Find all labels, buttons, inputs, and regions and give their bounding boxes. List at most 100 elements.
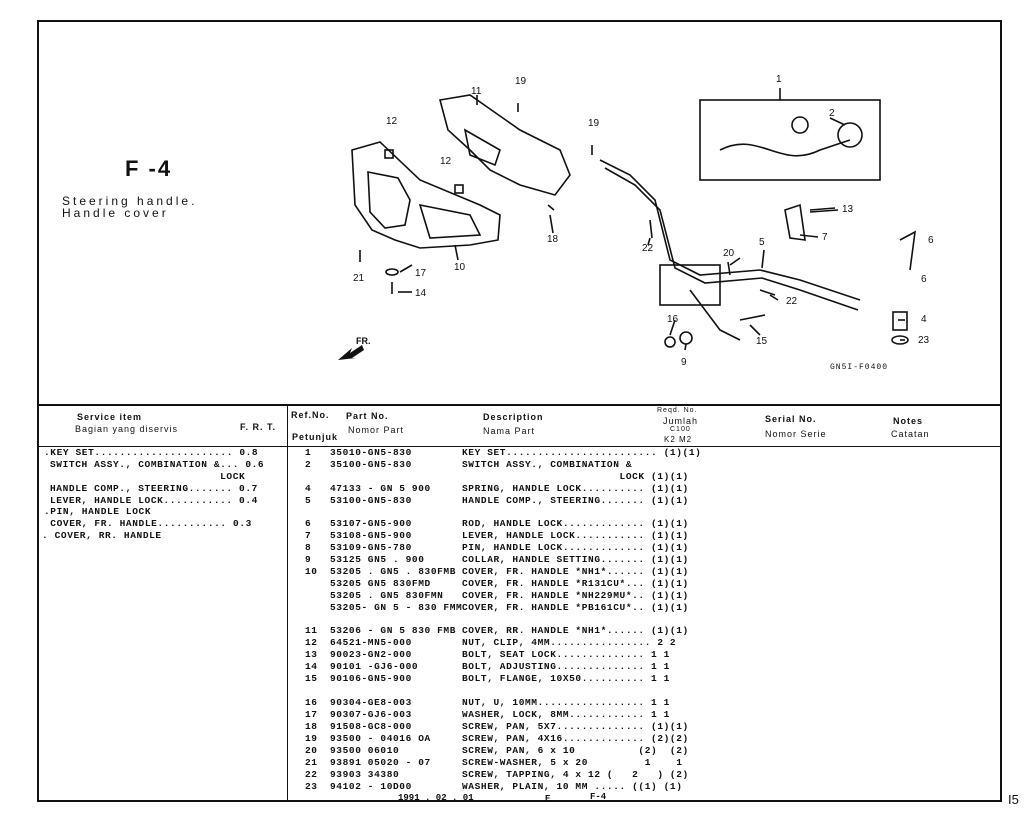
part-description: COVER, RR. HANDLE *NH1*...... (1)(1) (462, 625, 689, 636)
callout-9: 9 (681, 357, 687, 368)
part-number: 90101 -GJ6-000 (330, 661, 419, 672)
callout-6b: 6 (921, 274, 927, 285)
hdr-variant: K2 M2 (664, 435, 693, 444)
part-description: SPRING, HANDLE LOCK.......... (1)(1) (462, 483, 689, 494)
part-number: 90023-GN2-000 (330, 649, 412, 660)
part-number: 94102 - 10D00 (330, 781, 412, 792)
part-description: ROD, HANDLE LOCK............. (1)(1) (462, 518, 689, 529)
callout-12b: 12 (440, 156, 452, 167)
key-set-box (699, 99, 881, 181)
part-description: SCREW, PAN, 4X16............. (2)(2) (462, 733, 689, 744)
part-number: 53108-GN5-900 (330, 530, 412, 541)
part-number: 64521-MN5-000 (330, 637, 412, 648)
figure-title: Steering handle. Handle cover (62, 195, 197, 219)
part-description: HANDLE COMP., STEERING....... (1)(1) (462, 495, 689, 506)
hdr-part-no: Part No. (346, 411, 389, 421)
part-ref: 4 (305, 483, 312, 494)
part-number: 91508-GC8-000 (330, 721, 412, 732)
part-description: LEVER, HANDLE LOCK........... (1)(1) (462, 530, 689, 541)
part-description: COVER, FR. HANDLE *NH1*...... (1)(1) (462, 566, 689, 577)
hdr-description: Description (483, 412, 544, 422)
callout-15: 15 (756, 336, 768, 347)
footer-date: 1991 . 02 . 01 (398, 793, 474, 803)
part-number: 53109-GN5-780 (330, 542, 412, 553)
hdr-serial-no: Serial No. (765, 414, 817, 424)
part-ref: 18 (305, 721, 318, 732)
part-number: 90106-GN5-900 (330, 673, 412, 684)
part-number: 53206 - GN 5 830 FMB (330, 625, 457, 636)
part-number: 93500 06010 (330, 745, 400, 756)
service-item-row: SWITCH ASSY., COMBINATION &... 0.6 (50, 459, 265, 470)
part-number: 90304-GE8-003 (330, 697, 412, 708)
hdr-ref-no: Ref.No. (291, 410, 330, 420)
part-description: BOLT, FLANGE, 10X50.......... 1 1 (462, 673, 670, 684)
part-number: 53205 . GN5 . 830FMB (330, 566, 457, 577)
part-description: WASHER, LOCK, 8MM............ 1 1 (462, 709, 670, 720)
part-ref: 17 (305, 709, 318, 720)
part-number: 53205- GN 5 - 830 FMM (330, 602, 463, 613)
callout-13: 13 (842, 204, 854, 215)
part-ref: 19 (305, 733, 318, 744)
table-top-divider (37, 404, 1002, 406)
hdr-notes-id: Catatan (891, 429, 930, 439)
part-number: 47133 - GN 5 900 (330, 483, 431, 494)
part-description: SCREW-WASHER, 5 x 20 1 1 (462, 757, 683, 768)
service-item-row: LOCK (50, 471, 246, 482)
part-ref: 16 (305, 697, 318, 708)
part-ref: 7 (305, 530, 312, 541)
part-description: WASHER, PLAIN, 10 MM ..... ((1) (1) (462, 781, 683, 792)
callout-4: 4 (921, 314, 927, 325)
part-ref: 6 (305, 518, 312, 529)
callout-20: 20 (723, 248, 735, 259)
part-ref: 12 (305, 637, 318, 648)
part-number: 93903 34380 (330, 769, 400, 780)
part-ref: 5 (305, 495, 312, 506)
part-description: NUT, CLIP, 4MM................ 2 2 (462, 637, 677, 648)
callout-17: 17 (415, 268, 427, 279)
handlebar-shape (599, 159, 861, 301)
part-ref: 2 (305, 459, 312, 470)
hdr-frt: F. R. T. (240, 422, 277, 432)
service-item-row: HANDLE COMP., STEERING....... 0.7 (50, 483, 258, 494)
callout-6a: 6 (928, 235, 934, 246)
part-number: 35010-GN5-830 (330, 447, 412, 458)
footer-mark: E (545, 794, 551, 804)
callout-2: 2 (829, 108, 835, 119)
part-number: 53205 . GN5 830FMN (330, 590, 444, 601)
callout-22a: 22 (642, 243, 654, 254)
part-number: 53100-GN5-830 (330, 495, 412, 506)
part-description: BOLT, SEAT LOCK.............. 1 1 (462, 649, 670, 660)
callout-19b: 19 (588, 118, 600, 129)
part-ref: 14 (305, 661, 318, 672)
front-marker-label: FR. (356, 336, 371, 346)
callout-18: 18 (547, 234, 559, 245)
part-description: COVER, FR. HANDLE *PB161CU*.. (1)(1) (462, 602, 689, 613)
figure-title-line1: Steering handle. (62, 194, 198, 208)
service-item-row: .KEY SET...................... 0.8 (44, 447, 259, 458)
part-number: 53125 GN5 . 900 (330, 554, 425, 565)
hdr-part-no-id: Nomor Part (348, 425, 405, 435)
callout-23: 23 (918, 335, 930, 346)
part-ref: 9 (305, 554, 312, 565)
part-ref: 13 (305, 649, 318, 660)
part-ref: 11 (305, 625, 318, 636)
part-description: COLLAR, HANDLE SETTING....... (1)(1) (462, 554, 689, 565)
part-ref: 22 (305, 769, 318, 780)
rear-handle-cover-shape (439, 94, 571, 196)
part-description: NUT, U, 10MM................. 1 1 (462, 697, 670, 708)
part-number: 93500 - 04016 OA (330, 733, 431, 744)
part-description: SCREW, PAN, 6 x 10 (2) (2) (462, 745, 689, 756)
hdr-jumlah: Jumlah (663, 416, 699, 426)
part-description: COVER, FR. HANDLE *R131CU*... (1)(1) (462, 578, 689, 589)
part-ref: 23 (305, 781, 318, 792)
hdr-model: C100 (670, 426, 691, 433)
service-item-row: . COVER, RR. HANDLE (42, 530, 162, 541)
front-direction-arrow (338, 345, 364, 360)
diagram-code: GN5I-F0400 (830, 363, 889, 372)
hdr-description-id: Nama Part (483, 426, 536, 436)
part-description: LOCK (1)(1) (462, 471, 689, 482)
footer-sheet: F-4 (590, 792, 607, 802)
part-description: SCREW, PAN, 5X7.............. (1)(1) (462, 721, 689, 732)
callout-21: 21 (353, 273, 365, 284)
callout-1: 1 (776, 74, 782, 85)
